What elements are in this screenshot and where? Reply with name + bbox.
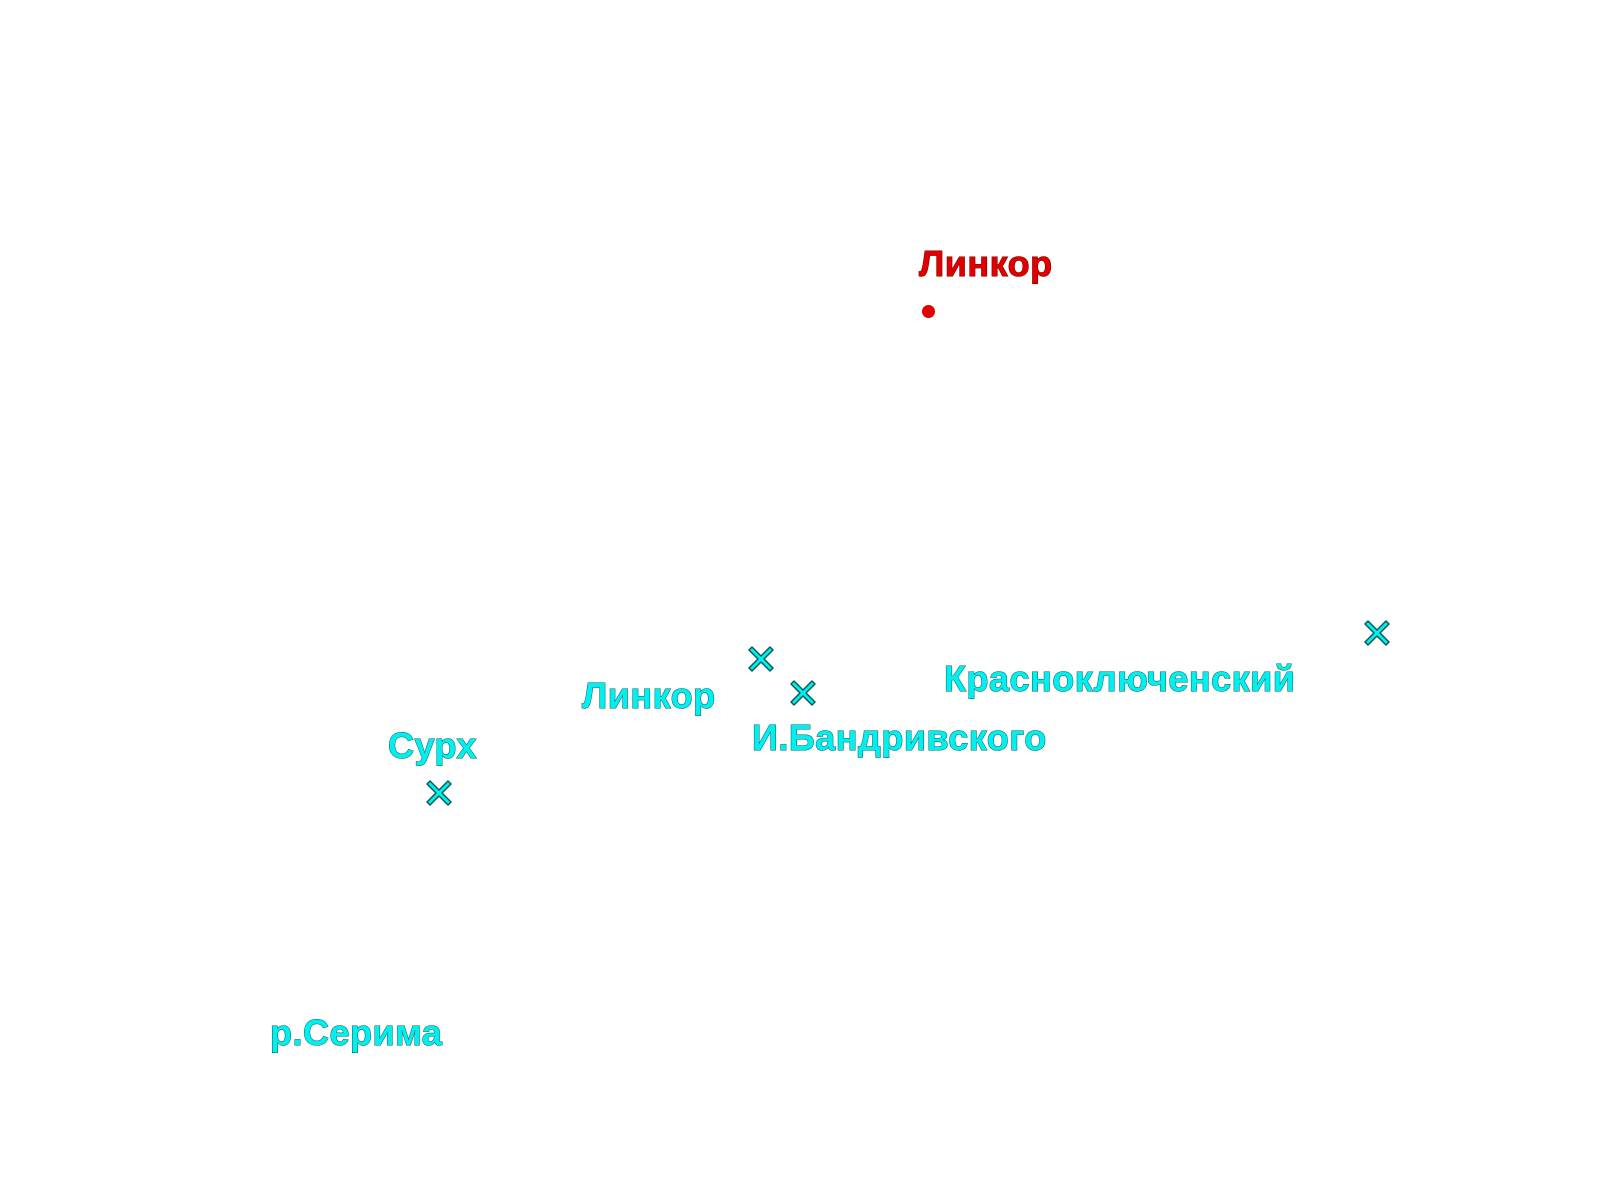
label-linkor-red[interactable]: Линкор xyxy=(919,243,1053,284)
label-krasnoklyuchensky[interactable]: Красноключенский xyxy=(943,658,1296,699)
label-linkor[interactable]: Линкор xyxy=(582,675,716,716)
cross-icon-svg xyxy=(790,680,816,706)
dot-icon[interactable] xyxy=(922,305,935,318)
label-serima[interactable]: р.Серима xyxy=(269,1012,443,1053)
cross-icon-svg xyxy=(748,646,774,672)
cross-icon[interactable] xyxy=(744,642,778,676)
label-surkh[interactable]: Сурх xyxy=(387,725,478,766)
cross-icon-svg xyxy=(1364,620,1390,646)
cross-icon[interactable] xyxy=(422,776,456,810)
cross-icon-svg xyxy=(426,780,452,806)
label-bandrivskogo[interactable]: И.Бандривского xyxy=(752,717,1047,758)
cross-icon[interactable] xyxy=(786,676,820,710)
cross-icon[interactable] xyxy=(1360,616,1394,650)
